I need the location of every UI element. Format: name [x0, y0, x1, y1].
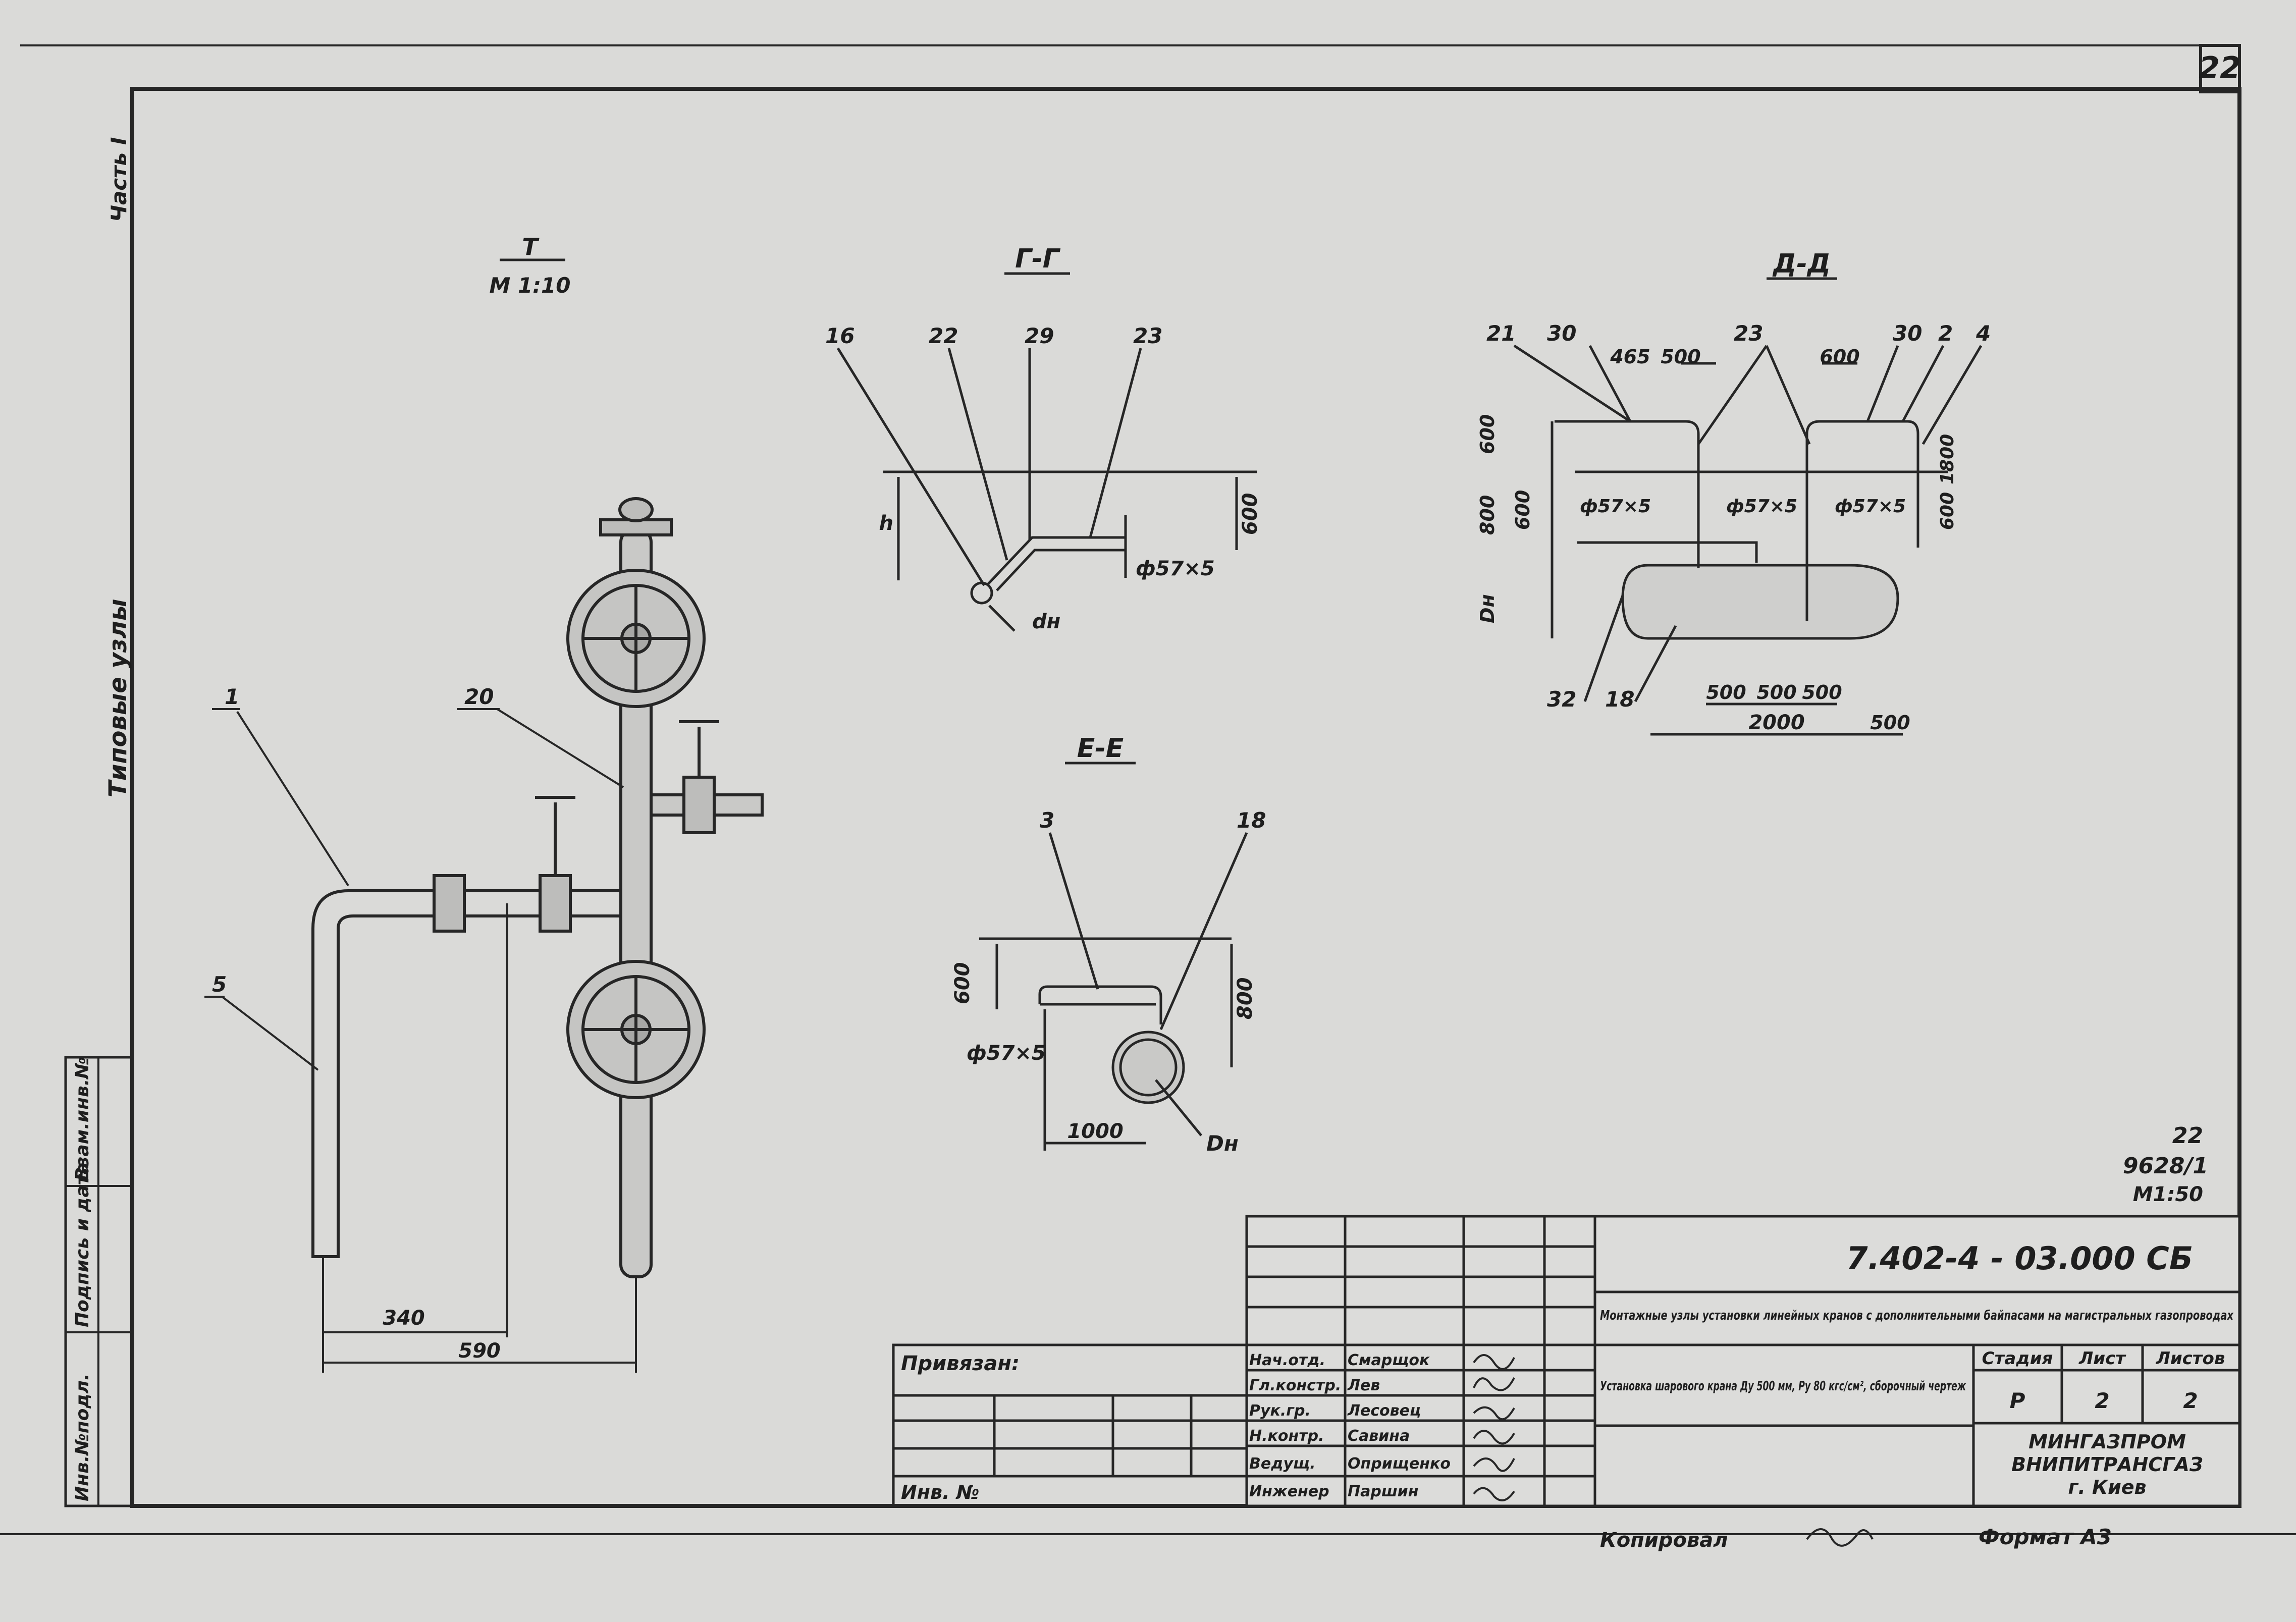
- note-9628: 9628/1: [2123, 1153, 2208, 1179]
- note-22: 22: [2172, 1123, 2203, 1149]
- callout-dd-32: 32: [1547, 687, 1576, 712]
- dim-dd-500d: 500: [1870, 712, 1910, 734]
- dim-dd-pipe1: ф57×5: [1580, 496, 1651, 517]
- side-tipovye: Типовые узлы: [104, 599, 132, 797]
- callout-gg-23: 23: [1133, 323, 1162, 348]
- callout-ee-3: 3: [1040, 808, 1054, 833]
- side-vzam-inv: Взам.инв.№: [72, 1057, 93, 1181]
- name-0: Смарщок: [1348, 1351, 1430, 1369]
- org-ministry: МИНГАЗПРОМ: [2028, 1431, 2186, 1453]
- role-0: Нач.отд.: [1249, 1351, 1325, 1369]
- dim-dd-1800: 1800: [1937, 434, 1958, 484]
- dim-ee-800: 800: [1234, 978, 1257, 1020]
- view-t-title: Т: [522, 233, 540, 260]
- view-gg-title: Г-Г: [1015, 244, 1061, 274]
- dim-dd-500b: 500: [1756, 681, 1796, 704]
- callout-gg-22: 22: [929, 323, 958, 348]
- dim-dd-500: 500: [1661, 346, 1700, 368]
- view-t: Т М 1:10: [204, 233, 764, 1373]
- role-1: Гл.констр.: [1249, 1377, 1341, 1394]
- dim-dd-600b: 600: [1476, 414, 1499, 454]
- dim-dd-500c: 500: [1802, 681, 1842, 704]
- dim-ee-1000: 1000: [1067, 1120, 1123, 1143]
- kopiroval-label: Копировал: [1600, 1529, 1728, 1552]
- name-2: Лесовец: [1347, 1402, 1421, 1420]
- stage-header-list: Лист: [2078, 1348, 2126, 1369]
- stage-header-stadiya: Стадия: [1982, 1348, 2053, 1369]
- drawing-item: Установка шарового крана Ду 500 мм, Ру 8…: [1600, 1379, 1966, 1394]
- side-inv-podl: Инв.№подл.: [72, 1374, 93, 1502]
- sheet-number: 22: [2199, 50, 2241, 86]
- view-dd: Д-Д 21 30: [1476, 249, 1991, 736]
- org-institute: ВНИПИТРАНСГАЗ: [2011, 1453, 2203, 1476]
- dim-dd-600a: 600: [1820, 346, 1859, 368]
- dim-ee-pipe: ф57×5: [967, 1042, 1046, 1065]
- note-scale: М1:50: [2133, 1183, 2203, 1206]
- side-podpis-data: Подпись и дата: [72, 1162, 93, 1327]
- callout-dd-4: 4: [1975, 321, 1991, 346]
- name-5: Паршин: [1348, 1483, 1418, 1500]
- view-gg: Г-Г 16 22 29 23 h 600 ф57×5 dн: [825, 244, 1262, 633]
- callout-dd-18: 18: [1605, 687, 1634, 712]
- dim-gg-dn: dн: [1032, 610, 1060, 633]
- signature-marks: [1473, 1354, 1515, 1501]
- view-ee: Е-Е 3 18 600 800 ф57×5 1000 Dн: [951, 733, 1266, 1156]
- stage-header-listov: Листов: [2156, 1348, 2225, 1369]
- callout-dd-2: 2: [1938, 321, 1953, 346]
- copyist-signature: [1806, 1528, 1874, 1547]
- stage-value-list: 2: [2095, 1388, 2109, 1413]
- dim-dd-pipe3: ф57×5: [1835, 496, 1906, 517]
- org-city: г. Киев: [2068, 1476, 2146, 1498]
- dim-dd-800: 800: [1476, 495, 1499, 535]
- dim-ee-600: 600: [951, 962, 974, 1005]
- dim-dd-465: 465: [1610, 346, 1650, 368]
- privyazan-label: Привязан:: [901, 1352, 1020, 1375]
- inv-no-label: Инв. №: [901, 1481, 980, 1503]
- dim-gg-h: h: [879, 512, 893, 535]
- dim-t-590: 590: [458, 1339, 501, 1363]
- callout-dd-23: 23: [1734, 321, 1763, 346]
- stage-value-stadiya: Р: [2010, 1388, 2025, 1413]
- drawing-code: 7.402-4 - 03.000 СБ: [1846, 1240, 2193, 1277]
- callout-gg-16: 16: [825, 323, 855, 348]
- dim-dd-600c: 600: [1512, 490, 1534, 530]
- dim-t-340: 340: [383, 1307, 425, 1330]
- role-3: Н.контр.: [1249, 1427, 1324, 1445]
- side-chast: Часть I: [106, 137, 131, 222]
- name-1: Лев: [1347, 1377, 1380, 1394]
- name-3: Савина: [1348, 1427, 1410, 1445]
- role-4: Ведущ.: [1249, 1455, 1316, 1473]
- callout-t-1: 1: [225, 684, 239, 709]
- format-label: Формат А3: [1979, 1525, 2112, 1549]
- callout-t-5: 5: [212, 972, 227, 997]
- dim-dd-600d: 600: [1937, 492, 1958, 530]
- dim-dd-pipe2: ф57×5: [1726, 496, 1797, 517]
- name-4: Оприщенко: [1348, 1455, 1451, 1473]
- callout-gg-29: 29: [1025, 323, 1054, 348]
- view-ee-title: Е-Е: [1077, 733, 1124, 764]
- view-t-scale: М 1:10: [490, 273, 571, 298]
- role-5: Инженер: [1249, 1483, 1329, 1500]
- callout-dd-30b: 30: [1893, 321, 1922, 346]
- callout-t-20: 20: [464, 684, 494, 709]
- dim-dd-500a: 500: [1706, 681, 1746, 704]
- dim-ee-dn: Dн: [1206, 1131, 1239, 1156]
- stage-value-listov: 2: [2183, 1388, 2198, 1413]
- view-dd-title: Д-Д: [1772, 249, 1831, 279]
- role-2: Рук.гр.: [1249, 1402, 1311, 1420]
- callout-dd-21: 21: [1486, 321, 1516, 346]
- drawing-description: Монтажные узлы установки линейных кранов…: [1600, 1308, 2234, 1323]
- callout-ee-18: 18: [1237, 808, 1266, 833]
- dim-dd-2000: 2000: [1748, 711, 1804, 734]
- dim-gg-pipe: ф57×5: [1136, 557, 1215, 580]
- dim-dd-dn: Dн: [1476, 594, 1499, 623]
- title-block: 7.402-4 - 03.000 СБ Монтажные узлы устан…: [892, 1215, 2241, 1507]
- dim-gg-600: 600: [1239, 493, 1262, 535]
- callout-dd-30a: 30: [1547, 321, 1576, 346]
